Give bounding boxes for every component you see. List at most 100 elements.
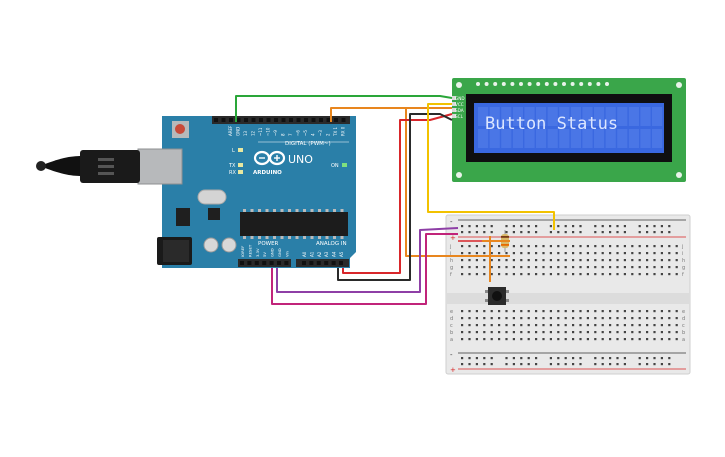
row-label: c [450,323,453,329]
row-label: a [682,337,685,343]
digital-pin-label: ~6 [296,130,301,136]
wire-red [342,113,453,274]
row-label: g [682,265,685,271]
row-label: j [449,244,451,250]
row-label: d [682,316,685,322]
lcd-pin-label: GND [455,96,465,101]
led-tx-label: TX [228,163,236,169]
row-label: d [450,316,453,322]
rail-minus-label-bottom: - [450,351,453,359]
row-label: f [682,272,684,278]
rail-plus-label-bottom: + [450,366,456,374]
brand-label: ARDUINO [253,170,282,176]
digital-pin-label: 2 [326,133,331,136]
power-pin-label: 5V [262,252,267,257]
digital-pin-label: ~9 [273,130,278,136]
lcd-character-cells [478,107,663,148]
digital-pin-label: 12 [251,130,256,136]
led-l-label: L [232,148,235,154]
digital-pin-label: ~3 [318,130,323,136]
analog-pin-label: A5 [339,251,344,257]
row-label: a [450,337,453,343]
analog-pin-label: A3 [324,251,329,257]
analog-header [296,259,349,267]
on-led [342,163,347,167]
led-rx-label: RX [229,170,236,176]
row-label: c [682,323,685,329]
analog-pin-label: A4 [332,251,337,257]
breadboard-holes [461,225,678,366]
usb-port [137,148,183,185]
row-label: h [682,258,685,264]
push-button[interactable] [485,287,509,305]
digital-pin-label: 4 [311,133,316,136]
rail-plus-label: + [450,234,456,242]
capacitor-1 [203,237,219,253]
lcd-pin-label: SDA [455,108,464,113]
digital-header-label: DIGITAL (PWM~) [285,141,331,147]
led-tx [238,163,243,167]
digital-pin-label: 13 [243,130,248,136]
power-pin-label: 3.3V [255,248,260,257]
small-chip [208,208,220,220]
arduino-logo [253,150,286,166]
lcd-header-holes [476,82,609,86]
digital-pin-label: ~11 [258,127,263,136]
row-label: g [450,265,453,271]
lcd-pin-label: SCL [455,114,464,119]
on-label: ON [331,163,339,169]
model-label: UNO [288,153,313,166]
row-label: i [450,251,451,257]
lcd-mount-holes [456,82,682,178]
analog-pin-label: A0 [302,251,307,257]
digital-pin-label: ~10 [266,127,271,136]
led-l [238,148,243,152]
analog-header-label: ANALOG IN [316,241,347,247]
wires [235,95,555,305]
analog-pin-label: A1 [309,251,314,257]
lcd-display-text: Button Status [485,114,618,134]
wire-black [337,113,453,281]
digital-pin-label: TX 1 [333,127,338,137]
voltage-regulator [176,208,190,226]
power-header-label: POWER [258,241,279,247]
power-pin-label: Vin [284,250,289,257]
atmega-chip [240,212,348,236]
wire-yellow [427,103,555,230]
digital-pin-label: AREF [228,125,233,136]
rail-minus-label: - [450,218,453,226]
lcd-module[interactable]: Button Status [452,78,686,182]
row-label: e [450,309,453,315]
power-pin-label: RESET [247,244,252,257]
row-label: f [450,272,452,278]
power-pin-label: GND [270,248,275,257]
wire-magenta [271,233,458,305]
analog-pin-label: A2 [317,251,322,257]
usb-cable [36,150,140,183]
led-rx [238,170,243,174]
crystal-oscillator [197,189,227,205]
digital-pin-label: 7 [288,133,293,136]
row-label: i [682,251,683,257]
row-label: b [450,330,453,336]
row-label: j [681,244,683,250]
digital-header [212,116,350,124]
digital-pin-label: RX 0 [341,126,346,136]
lcd-i2c-pins [452,96,456,118]
wire-purple [276,227,459,293]
power-pin-label: GND [277,248,282,257]
row-label: h [450,258,453,264]
wire-gnd-green [235,95,453,122]
reset-button[interactable] [175,124,185,134]
row-label: b [682,330,685,336]
digital-pin-label: GND [236,127,241,136]
capacitor-2 [221,237,237,253]
lcd-pin-label: VCC [455,102,464,107]
row-label: e [682,309,685,315]
power-pin-label: IOREF [240,246,245,257]
